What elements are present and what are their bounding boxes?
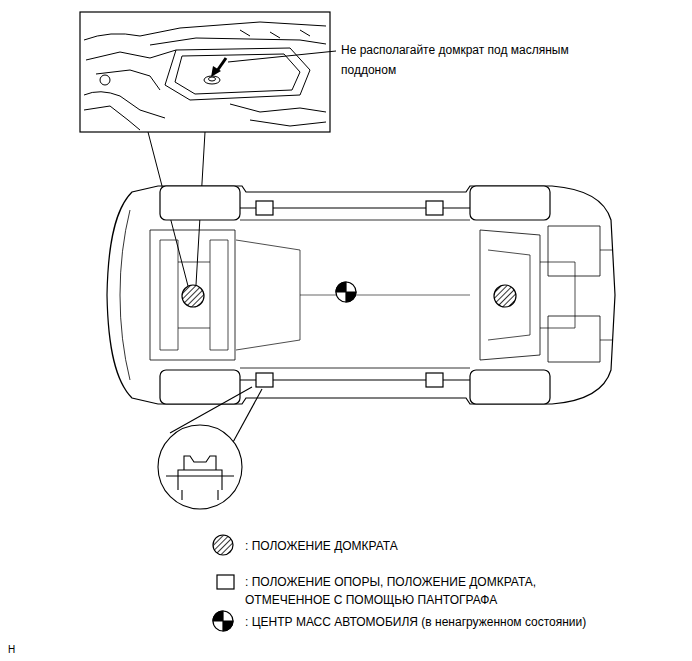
warning-arrow bbox=[217, 58, 226, 71]
detail-callout bbox=[184, 456, 216, 470]
legend-text: : ЦЕНТР МАСС АВТОМОБИЛЯ (в ненагруженном… bbox=[245, 613, 586, 631]
note-text: Не располагайте домкрат под масляным под… bbox=[341, 40, 611, 80]
car-body bbox=[488, 250, 530, 340]
wheel bbox=[160, 186, 550, 404]
car-body bbox=[120, 210, 130, 380]
car-body bbox=[178, 262, 210, 328]
detail-callout bbox=[232, 389, 262, 444]
detail-callout bbox=[158, 387, 262, 509]
wheel bbox=[470, 186, 550, 220]
legend-symbol bbox=[213, 535, 234, 631]
detail-callout bbox=[178, 470, 222, 490]
inset-view bbox=[96, 70, 160, 90]
car-body bbox=[548, 226, 600, 362]
inset-view bbox=[230, 104, 326, 112]
inset-view bbox=[100, 75, 110, 85]
wheel bbox=[160, 186, 240, 220]
warning-arrow bbox=[211, 58, 226, 77]
inset-view bbox=[86, 50, 176, 60]
center-of-mass bbox=[336, 282, 346, 292]
warning-arrow bbox=[211, 66, 221, 77]
car-body bbox=[107, 186, 615, 404]
legend-text: : ПОЛОЖЕНИЕ ОПОРЫ, ПОЛОЖЕНИЕ ДОМКРАТА, О… bbox=[245, 573, 590, 609]
support-point bbox=[426, 201, 443, 215]
legend-text: : ПОЛОЖЕНИЕ ДОМКРАТА bbox=[245, 537, 398, 555]
center-of-mass bbox=[336, 282, 356, 302]
car-body bbox=[540, 262, 575, 328]
leader-line bbox=[228, 51, 336, 62]
legend-symbol bbox=[213, 611, 223, 621]
car-body bbox=[236, 240, 300, 350]
car-body bbox=[480, 230, 540, 360]
car-body bbox=[600, 250, 612, 340]
inset-view bbox=[84, 22, 326, 40]
detail-callout bbox=[182, 490, 218, 500]
center-of-mass bbox=[336, 282, 356, 302]
support-point bbox=[256, 373, 273, 387]
jack-point bbox=[494, 285, 516, 307]
wheel bbox=[470, 370, 550, 404]
car-body bbox=[160, 240, 228, 350]
car-body bbox=[240, 220, 470, 368]
inset-view bbox=[150, 38, 326, 45]
inset-view bbox=[80, 12, 330, 132]
legend-symbol bbox=[223, 621, 233, 631]
support-point bbox=[426, 373, 443, 387]
car-body bbox=[240, 208, 470, 380]
center-of-mass bbox=[346, 292, 356, 302]
support-point bbox=[256, 201, 443, 387]
inset-view bbox=[175, 54, 300, 94]
legend-symbol bbox=[217, 575, 234, 589]
jack-point bbox=[182, 285, 204, 307]
legend-symbol bbox=[213, 611, 233, 631]
car-body bbox=[300, 295, 470, 296]
inset-view bbox=[240, 30, 310, 38]
support-point bbox=[256, 201, 273, 215]
inset-view bbox=[209, 77, 216, 81]
legend-symbol bbox=[213, 535, 233, 555]
detail-callout bbox=[158, 425, 242, 509]
detail-callout bbox=[166, 475, 234, 476]
inset-view bbox=[84, 92, 165, 118]
inset-view bbox=[250, 120, 326, 126]
inset-view bbox=[204, 76, 220, 84]
figure-id: H bbox=[8, 644, 15, 656]
wheel bbox=[160, 370, 240, 404]
car-body bbox=[107, 186, 615, 404]
inset-view bbox=[84, 106, 140, 130]
car-body bbox=[150, 230, 235, 360]
inset-view bbox=[80, 12, 330, 132]
